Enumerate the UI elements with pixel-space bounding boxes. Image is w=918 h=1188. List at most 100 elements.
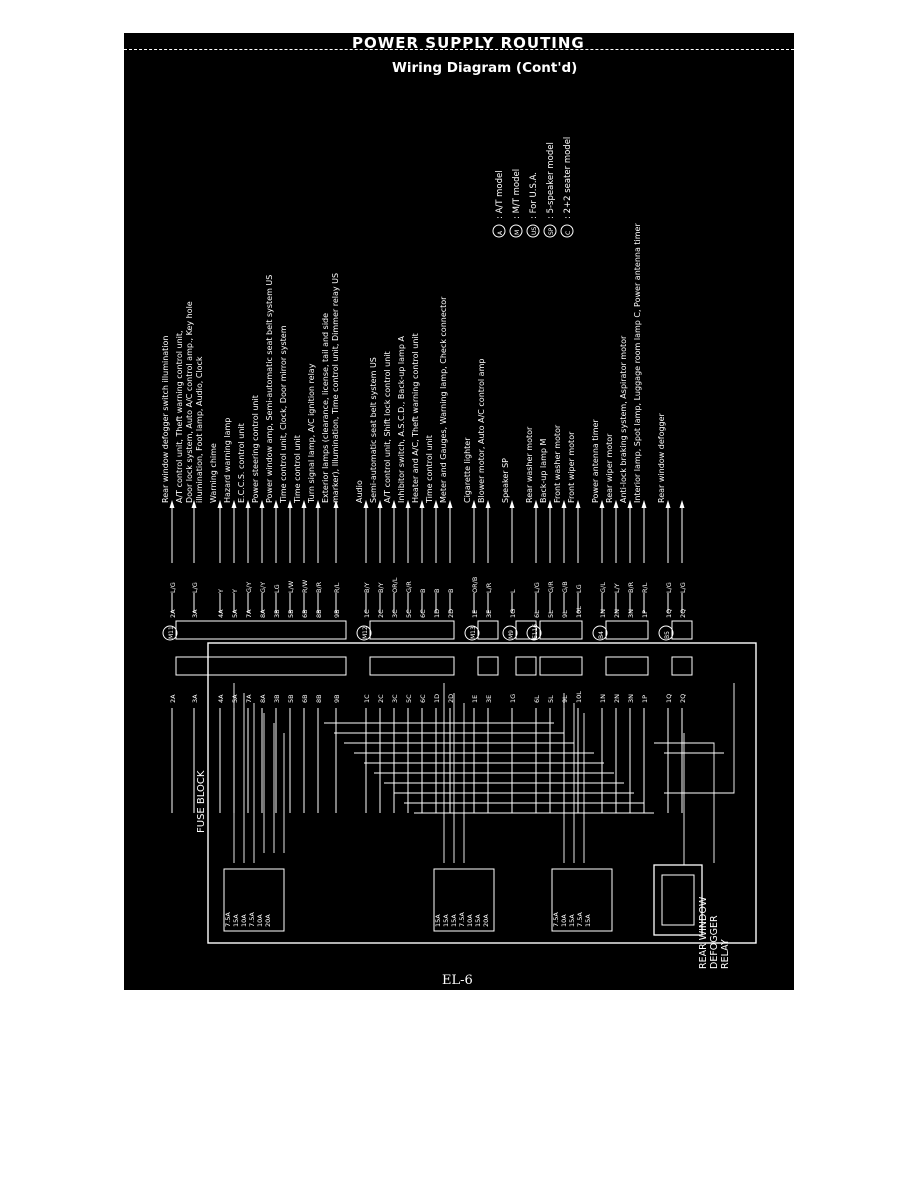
relay-label-line: REAR WINDOW xyxy=(698,896,709,969)
arrow-head xyxy=(471,500,477,508)
fuse-block-frame xyxy=(207,642,757,944)
fuse-group-box xyxy=(551,868,613,932)
pin-number: 5L xyxy=(547,695,555,703)
fuse-group-box xyxy=(223,868,285,932)
connector-id: M9 xyxy=(508,630,515,639)
fuse-rating: 15A xyxy=(450,914,458,927)
legend-text: : 5-speaker model xyxy=(546,142,556,219)
connector-block xyxy=(605,620,649,640)
wire-color: L/W xyxy=(287,580,295,593)
circuit-label: Cigarette lighter xyxy=(463,437,472,503)
arrow-head xyxy=(231,500,237,508)
arrow-head xyxy=(217,500,223,508)
wire-color: OR/L xyxy=(391,577,399,593)
fuse-rating: 10A xyxy=(466,914,474,927)
legend-text: : A/T model xyxy=(495,170,505,219)
wire-color: B/Y xyxy=(377,582,385,593)
legend-symbol: US xyxy=(531,227,538,235)
fuse-rating: 7.5A xyxy=(248,912,256,927)
pin-number: 2C xyxy=(377,609,385,618)
circuit-label: A/T control unit, Shift lock control uni… xyxy=(383,351,392,503)
circuit-label: Inhibitor switch, A.S.C.D., Back-up lamp… xyxy=(397,336,406,503)
wire-color: L/G xyxy=(665,582,673,593)
legend-symbol-circle xyxy=(543,224,557,238)
pin-number: 6B xyxy=(301,694,309,703)
page-title: POWER SUPPLY ROUTING xyxy=(352,34,585,52)
pin-number: 8A xyxy=(259,609,267,618)
legend-symbol-circle xyxy=(509,224,523,238)
wire-color: G/B xyxy=(561,581,569,593)
pin-number: 1C xyxy=(363,609,371,618)
circuit-label: Semi-automatic seat belt system US xyxy=(369,357,378,503)
pin-number: 8B xyxy=(315,609,323,618)
circuit-label: Heater and A/C, Theft warning control un… xyxy=(411,333,420,503)
diagram-sheet: POWER SUPPLY ROUTING Wiring Diagram (Con… xyxy=(124,33,794,990)
arrow-head xyxy=(419,500,425,508)
wire-color: LG xyxy=(575,584,583,593)
wire-color: L/G xyxy=(191,582,199,593)
fuse-rating: 10A xyxy=(256,914,264,927)
circuit-label: Rear wiper motor xyxy=(605,433,614,503)
wire-color: L/Y xyxy=(613,583,621,593)
page-number: EL-6 xyxy=(442,973,473,988)
arrow-head xyxy=(363,500,369,508)
circuit-label: Exterior lamps (clearance, license, tail… xyxy=(321,313,330,503)
circuit-label: Power steering control unit xyxy=(251,395,260,503)
circuit-label: Turn signal lamp, A/C ignition relay xyxy=(307,363,316,504)
circuit-label: Speaker SP xyxy=(501,458,510,503)
fuse-rating: 7.5A xyxy=(458,912,466,927)
connector-id-circle xyxy=(592,625,608,641)
circuit-label: Time control unit, Clock, Door mirror sy… xyxy=(279,325,288,504)
wire-color: G/R xyxy=(547,581,555,593)
legend-symbol: C xyxy=(565,231,572,235)
circuit-label: Front wiper motor xyxy=(567,431,576,503)
fuse-rating: 15A xyxy=(474,914,482,927)
fuse-rating: 10A xyxy=(240,914,248,927)
wire-color: L xyxy=(509,589,517,593)
arrow-head xyxy=(391,500,397,508)
arrow-head xyxy=(301,500,307,508)
legend-text: : M/T model xyxy=(512,169,522,219)
pin-number: 8A xyxy=(259,694,267,703)
legend-symbol: A xyxy=(497,230,504,235)
title-rule xyxy=(124,49,794,50)
wire-color: B/R xyxy=(627,581,635,593)
arrow-head xyxy=(533,500,539,508)
pin-number: 6B xyxy=(301,609,309,618)
wire-color: L/G xyxy=(679,582,687,593)
pin-number: 1Q xyxy=(665,694,673,703)
pin-number: 1P xyxy=(641,695,649,703)
connector-block xyxy=(605,656,649,676)
connector-id-circle xyxy=(658,625,674,641)
circuit-label: Anti-lock braking system, Aspirator moto… xyxy=(619,335,628,503)
circuit-label: Front washer motor xyxy=(553,424,562,503)
connector-block xyxy=(539,656,583,676)
pin-number: 5C xyxy=(405,609,413,618)
connector-block xyxy=(175,656,347,676)
pin-number: 6C xyxy=(419,609,427,618)
connector-block xyxy=(477,620,499,640)
connector-block xyxy=(539,620,583,640)
pin-number: 4A xyxy=(217,609,225,618)
circuit-label: Time control unit xyxy=(293,435,302,504)
circuit-label: E.C.C.S. control unit xyxy=(237,423,246,503)
circuit-label: Audio xyxy=(355,480,364,503)
pin-number: 3N xyxy=(627,694,635,703)
connector-id: M11 xyxy=(168,626,175,639)
internal-wire xyxy=(654,742,715,863)
pin-number: 1Q xyxy=(665,609,673,618)
pin-number: 5A xyxy=(231,694,239,703)
wire-color: G/Y xyxy=(259,582,267,593)
legend-text: : For U.S.A. xyxy=(529,172,539,219)
circuit-label: Blower motor, Auto A/C control amp xyxy=(477,359,486,503)
relay-coil-box xyxy=(661,874,695,926)
arrow-head xyxy=(315,500,321,508)
pin-number: 1D xyxy=(433,694,441,703)
pin-number: 6L xyxy=(533,695,541,703)
